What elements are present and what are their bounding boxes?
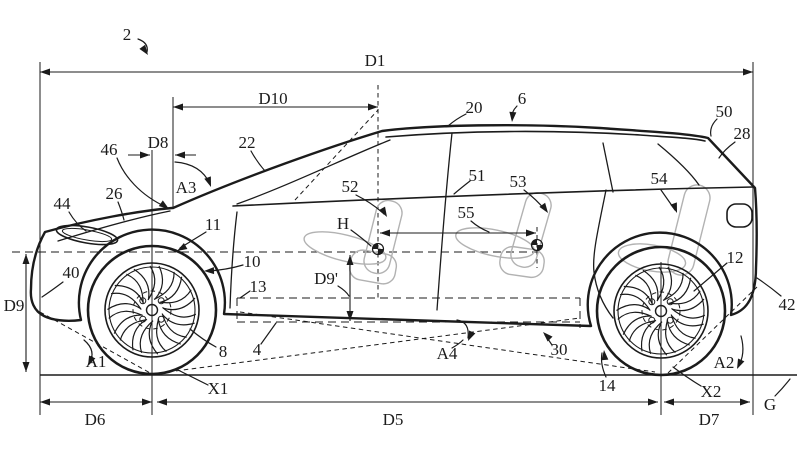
label-d6: D6 — [85, 410, 106, 429]
leader-fig2 — [137, 38, 148, 53]
label-46: 46 — [101, 140, 118, 159]
front-hip-point — [371, 242, 385, 256]
label-d7: D7 — [699, 410, 720, 429]
taillight — [726, 203, 753, 228]
car-body — [29, 123, 758, 328]
front-door-seam — [229, 211, 238, 309]
leader-28 — [718, 141, 736, 159]
label-30: 30 — [551, 340, 568, 359]
label-26: 26 — [106, 184, 123, 203]
wheels — [88, 246, 725, 375]
leader-a4 — [451, 339, 464, 349]
leader-20 — [447, 113, 467, 127]
departure-angle-dashed — [667, 286, 758, 374]
label-55: 55 — [458, 203, 475, 222]
reference-lines — [39, 62, 797, 415]
label-d10: D10 — [258, 89, 287, 108]
leader-h — [350, 229, 372, 247]
label-52: 52 — [342, 177, 359, 196]
battery-floor-dashed-box — [236, 297, 581, 328]
label-6: 6 — [518, 89, 527, 108]
rear-door-seam — [592, 189, 614, 319]
leader-4 — [260, 322, 277, 345]
windshield-plane-extension-dashed — [294, 109, 379, 201]
label-11: 11 — [205, 215, 221, 234]
leader-x2 — [672, 366, 702, 387]
breakover-dashed-rear — [239, 311, 656, 373]
labels: 2 D1 D10 D8 A3 46 44 26 22 20 6 50 28 51… — [4, 25, 796, 429]
leader-lines — [41, 38, 791, 397]
label-h: H — [337, 214, 349, 233]
label-54: 54 — [651, 169, 669, 188]
label-12: 12 — [727, 248, 744, 267]
label-20: 20 — [466, 98, 483, 117]
d-pillar-inner-line — [657, 143, 700, 186]
label-d5: D5 — [383, 410, 404, 429]
angle-arc-a4 — [456, 319, 469, 339]
seat-outlines — [303, 184, 711, 285]
dimension-lines — [22, 68, 753, 406]
label-10: 10 — [244, 252, 261, 271]
beltline — [232, 186, 754, 207]
b-pillar-door-seam — [436, 132, 453, 311]
label-44: 44 — [54, 194, 72, 213]
label-a2: A2 — [714, 353, 735, 372]
headlight-outline — [55, 224, 119, 246]
label-g: G — [764, 395, 776, 414]
label-d8: D8 — [148, 133, 169, 152]
leader-12 — [693, 262, 728, 292]
leader-50 — [710, 118, 718, 137]
label-d9: D9 — [4, 296, 25, 315]
label-53: 53 — [510, 172, 527, 191]
label-51: 51 — [469, 166, 486, 185]
label-x1: X1 — [208, 379, 229, 398]
leader-26 — [117, 201, 125, 221]
leader-14 — [600, 352, 607, 378]
breakover-dashed-front — [159, 317, 581, 374]
leader-g — [774, 378, 791, 397]
rear-hip-point — [530, 238, 544, 252]
label-a1: A1 — [86, 352, 107, 371]
label-13: 13 — [250, 277, 267, 296]
label-40: 40 — [63, 263, 80, 282]
label-8: 8 — [219, 342, 228, 361]
label-42: 42 — [779, 295, 796, 314]
label-d1: D1 — [365, 51, 386, 70]
leader-x1 — [177, 369, 209, 386]
leader-55 — [470, 220, 490, 233]
label-a3: A3 — [176, 178, 197, 197]
leader-51 — [453, 180, 471, 195]
body-outline — [29, 123, 758, 328]
headlight-inner — [61, 227, 113, 243]
hood-inner-line — [57, 210, 171, 242]
hip-point-markers — [371, 238, 544, 256]
leader-46 — [116, 157, 167, 208]
label-a4: A4 — [437, 344, 458, 363]
label-22: 22 — [239, 133, 256, 152]
leader-d9-prime — [337, 285, 350, 297]
rear-seat — [617, 184, 711, 276]
leader-8 — [189, 328, 217, 348]
quarter-window-divider — [602, 142, 614, 193]
label-x2: X2 — [701, 382, 722, 401]
label-fig-number: 2 — [123, 25, 132, 44]
label-50: 50 — [716, 102, 733, 121]
label-28: 28 — [734, 124, 751, 143]
leader-22 — [250, 150, 266, 172]
leader-44 — [68, 211, 87, 232]
label-d9-prime: D9' — [314, 269, 338, 288]
a-pillar-inner-line — [236, 139, 391, 205]
label-14: 14 — [599, 376, 617, 395]
leader-13 — [239, 290, 251, 299]
label-4: 4 — [253, 340, 262, 359]
leader-40 — [41, 281, 64, 298]
leader-42 — [756, 277, 782, 297]
roof-inner-line — [385, 130, 706, 142]
